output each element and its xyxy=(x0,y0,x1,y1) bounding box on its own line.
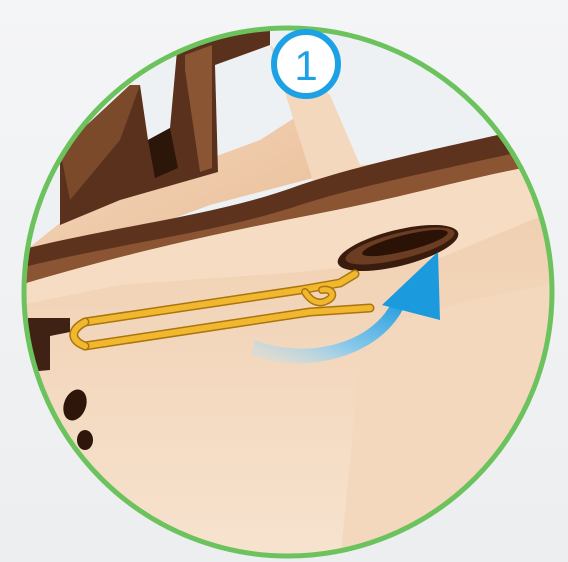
numbered-circle-icon: 1 xyxy=(274,32,338,96)
step-number: 1 xyxy=(294,42,317,89)
peg-hole-lower xyxy=(77,430,93,450)
